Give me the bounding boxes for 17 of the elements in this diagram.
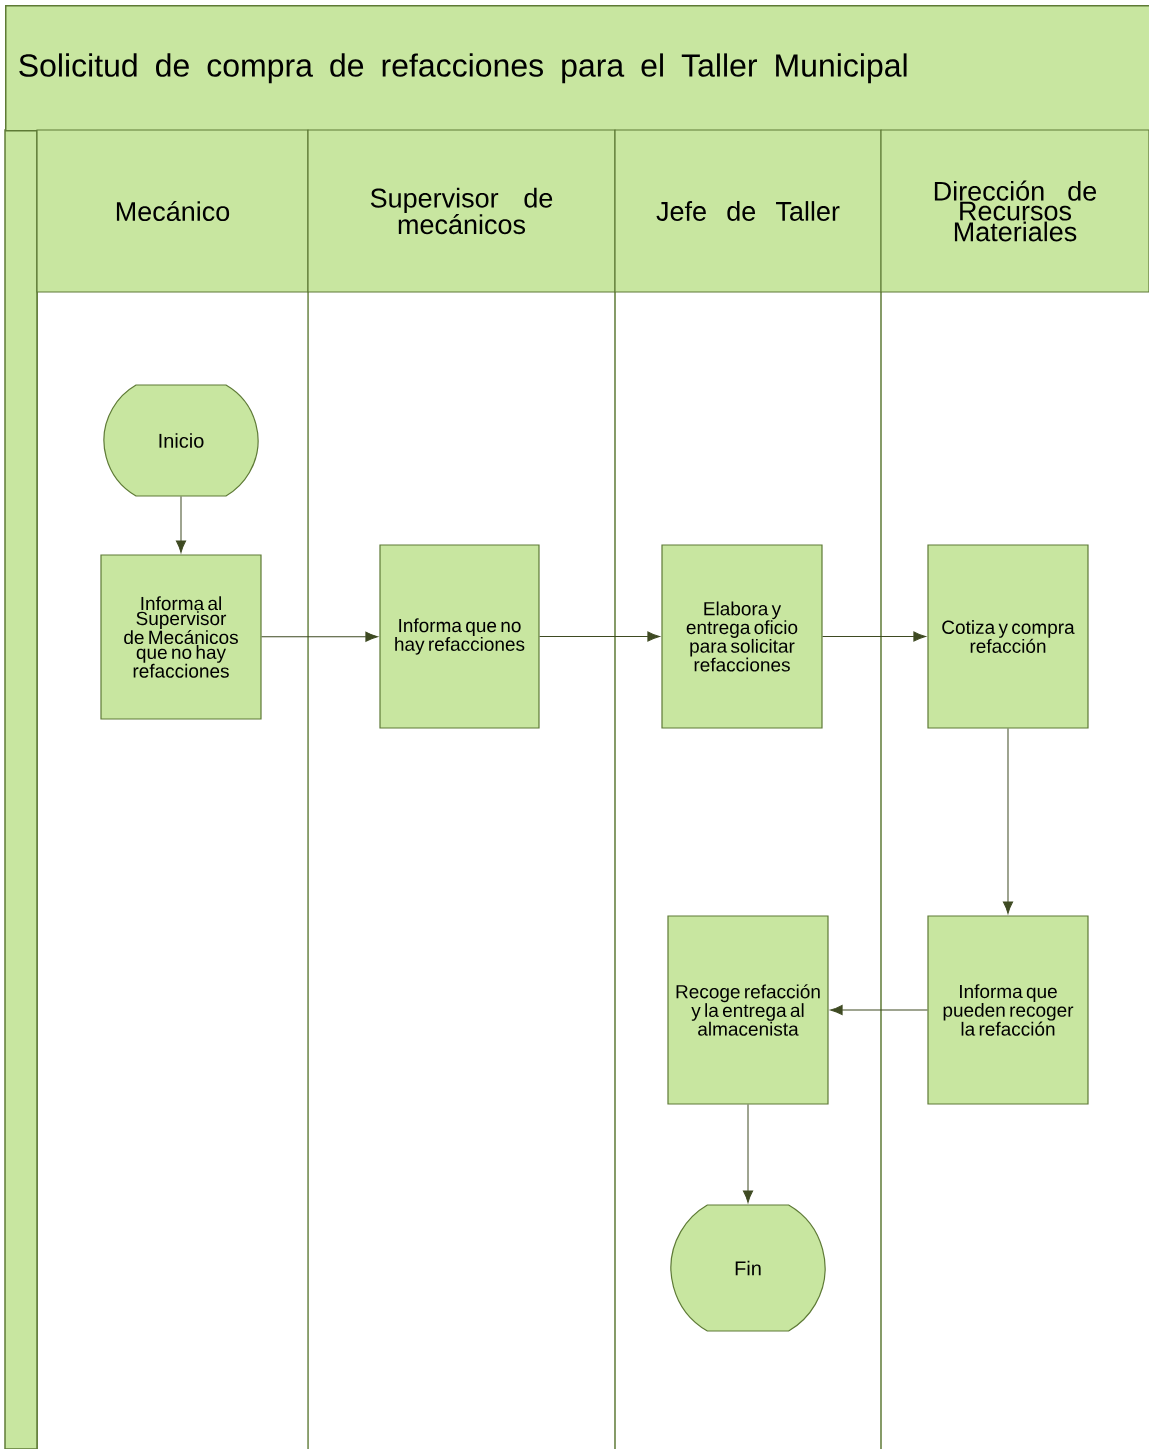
process-box: Cotiza y compra refacción bbox=[927, 544, 1089, 729]
lane-header: Mecánico bbox=[36, 129, 309, 293]
process-box: Elabora y entrega oficio para solicitar refacciones bbox=[661, 544, 823, 729]
arrow bbox=[742, 1104, 754, 1203]
arrow bbox=[539, 631, 660, 642]
process-box: Informa al Supervisor de Mecánicos que no hay refacciones bbox=[100, 554, 262, 720]
arrow bbox=[1002, 728, 1014, 914]
lane-header: Dirección de Recursos Materiales bbox=[880, 129, 1149, 293]
process-box: Informa que no hay refacciones bbox=[379, 544, 540, 729]
arrow bbox=[830, 1004, 928, 1016]
arrow bbox=[261, 631, 378, 642]
arrow bbox=[822, 631, 926, 642]
process-box: Recoge refacción y la entrega al almacenista bbox=[667, 915, 829, 1105]
lane-header: Jefe de Taller bbox=[614, 129, 882, 293]
arrow bbox=[175, 496, 187, 553]
lane-header: Supervisor de mecánicos bbox=[307, 129, 616, 293]
process-box: Informa que pueden recoger la refacción bbox=[927, 915, 1089, 1105]
